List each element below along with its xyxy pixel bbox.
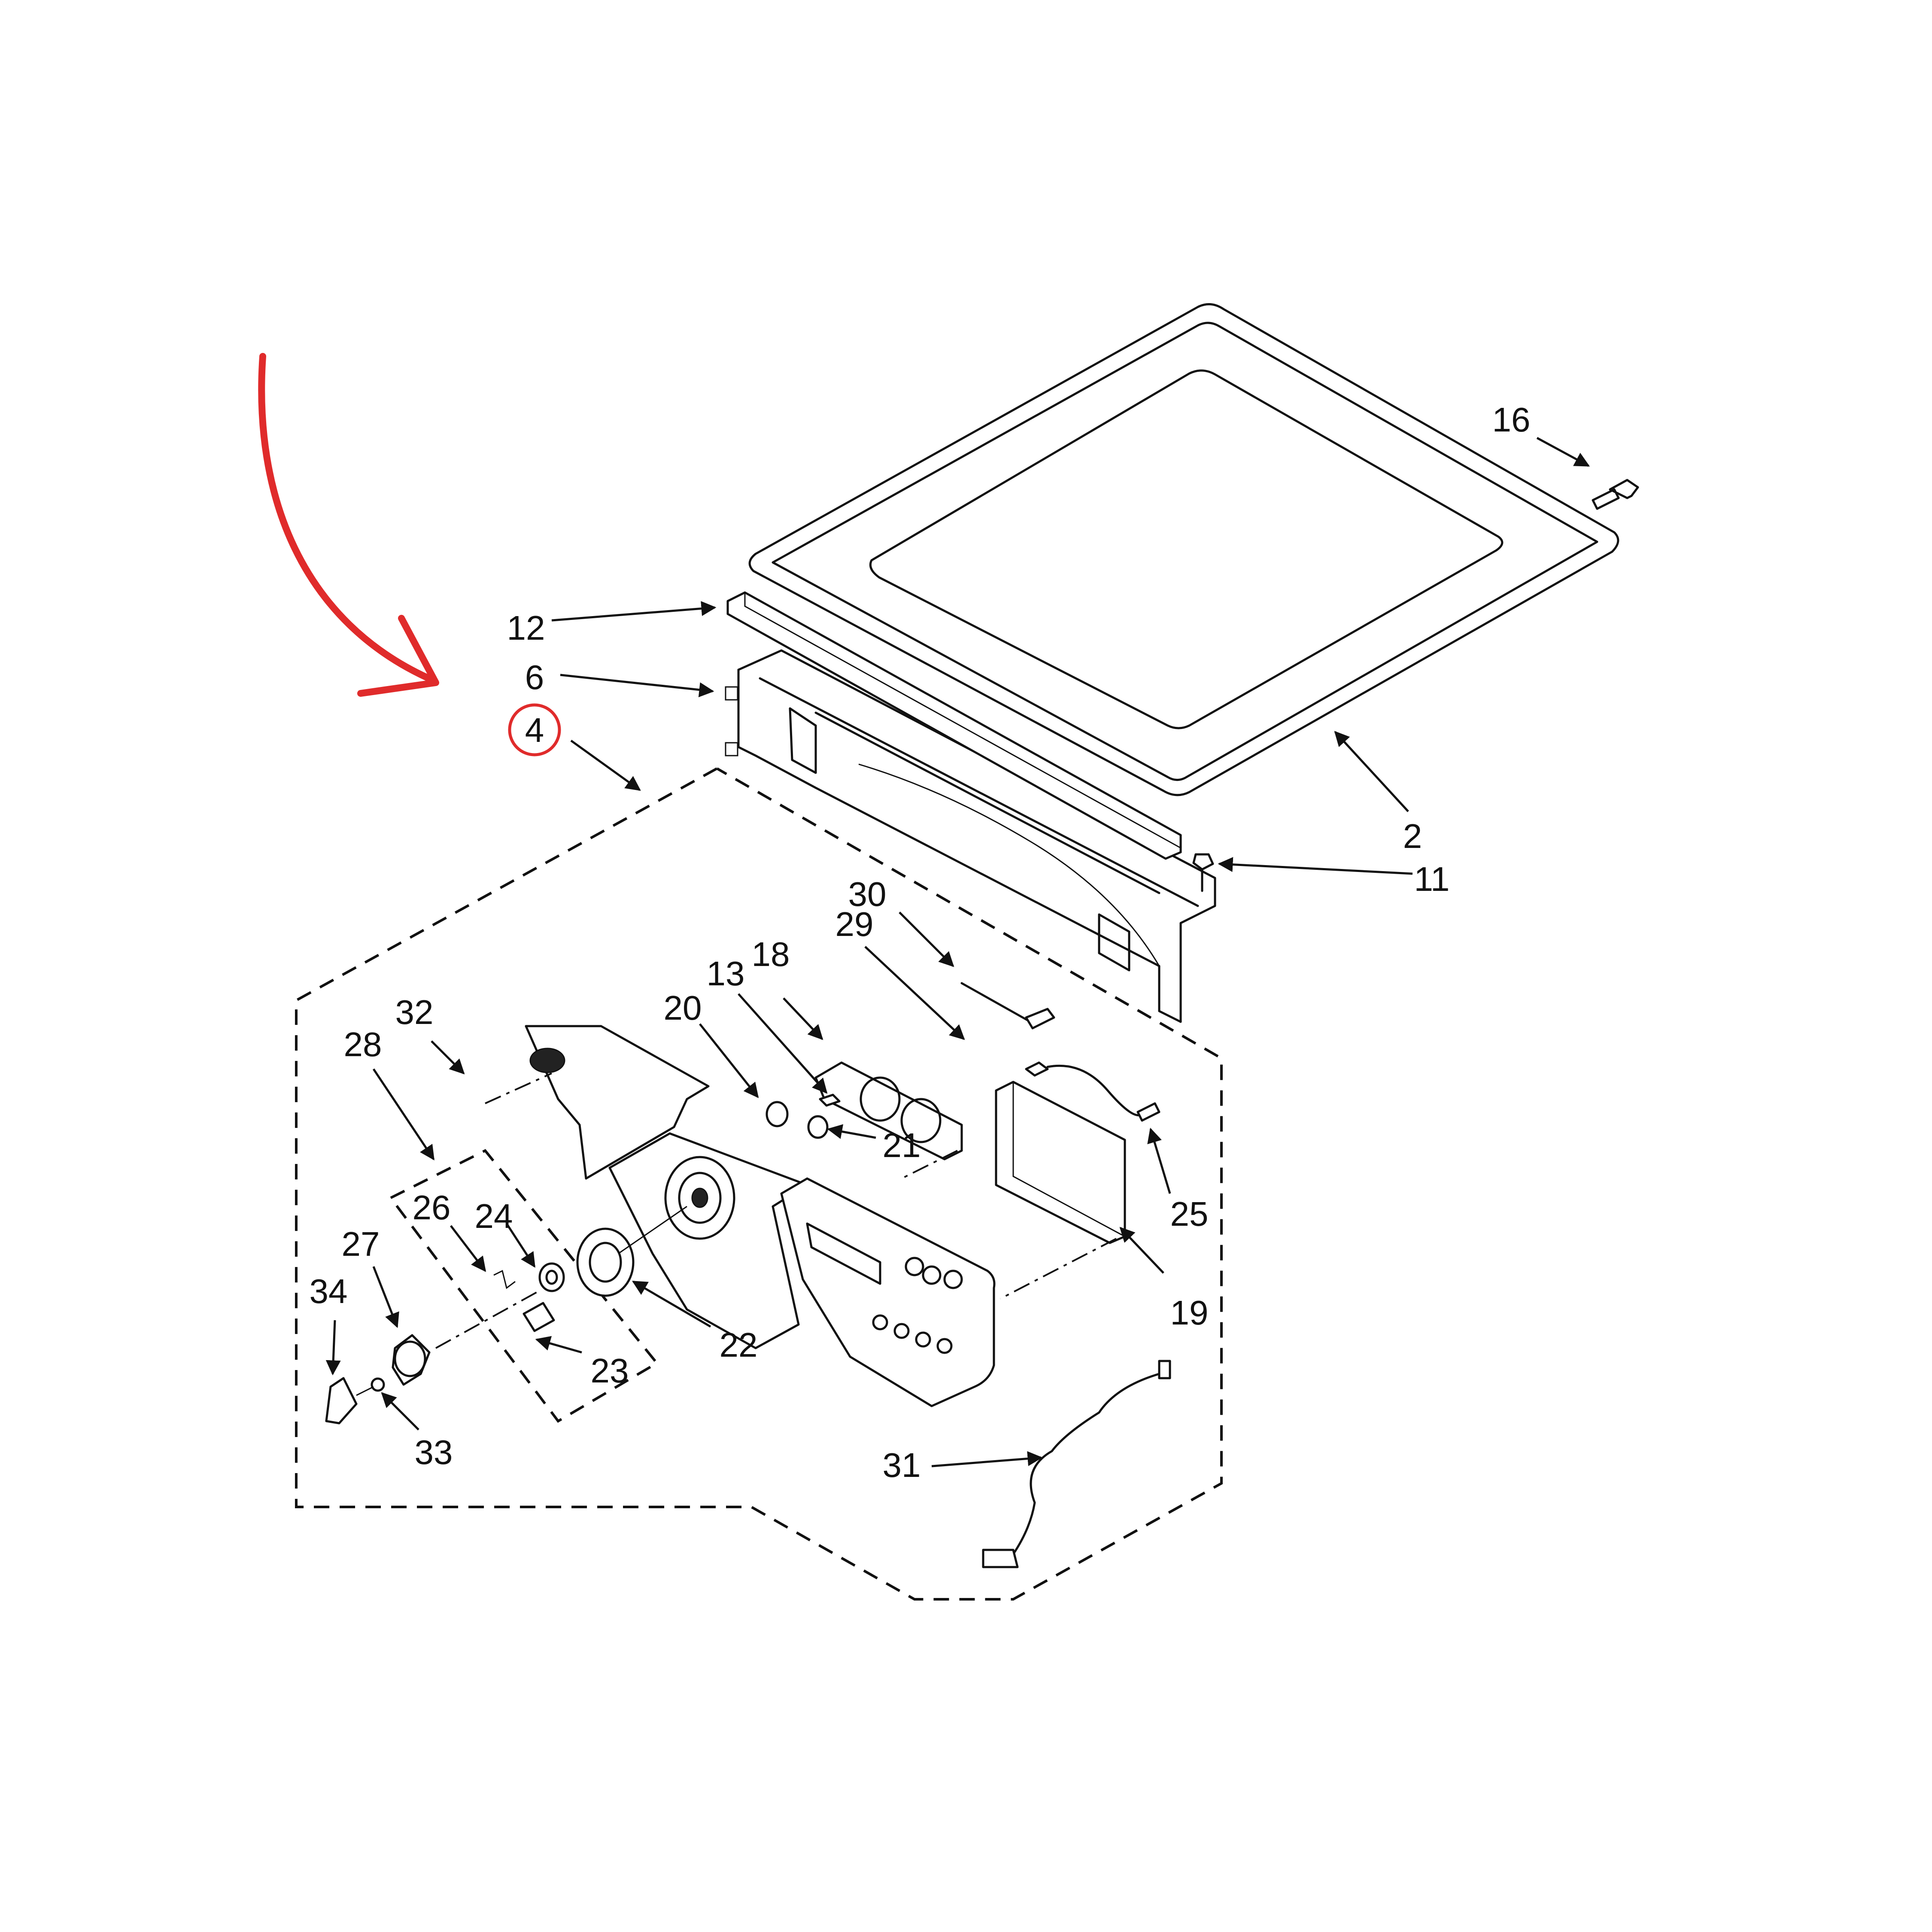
callout-2: 2 bbox=[1403, 817, 1422, 855]
callout-labels: 2 4 6 11 12 13 16 18 19 20 21 22 23 24 2… bbox=[310, 401, 1531, 1484]
callout-32: 32 bbox=[395, 993, 434, 1031]
callout-highlight-circle bbox=[508, 703, 561, 756]
control-board bbox=[995, 1081, 1126, 1244]
callout-28: 28 bbox=[344, 1025, 382, 1063]
assembly-boundary bbox=[295, 767, 1223, 1601]
callout-29: 29 bbox=[835, 905, 874, 943]
selector-dial bbox=[576, 1156, 735, 1297]
callout-31: 31 bbox=[883, 1446, 921, 1484]
console-housing bbox=[525, 1025, 996, 1407]
callout-25: 25 bbox=[1170, 1195, 1209, 1233]
screw-16 bbox=[1592, 479, 1639, 510]
callout-23: 23 bbox=[591, 1352, 629, 1390]
knob-assembly bbox=[325, 1334, 431, 1425]
trim-strip bbox=[726, 591, 1182, 860]
wire-tie-30 bbox=[960, 982, 1055, 1030]
leader-lines bbox=[325, 437, 1590, 1467]
wire-harness-25 bbox=[1025, 1061, 1160, 1122]
small-parts bbox=[493, 1094, 841, 1332]
callout-18: 18 bbox=[752, 935, 790, 973]
callout-20: 20 bbox=[664, 989, 702, 1027]
callout-21: 21 bbox=[883, 1126, 921, 1164]
callout-22: 22 bbox=[720, 1326, 758, 1364]
callout-12: 12 bbox=[507, 609, 545, 647]
callout-26: 26 bbox=[413, 1188, 451, 1227]
callout-24: 24 bbox=[475, 1197, 513, 1235]
callout-11: 11 bbox=[1414, 860, 1449, 898]
callout-4: 4 bbox=[525, 711, 544, 749]
red-pointer-arrow bbox=[258, 353, 439, 697]
callout-13: 13 bbox=[707, 954, 745, 993]
callout-6: 6 bbox=[525, 658, 544, 696]
callout-30: 30 bbox=[848, 875, 887, 913]
top-panel bbox=[748, 303, 1619, 796]
screw-11 bbox=[1192, 853, 1214, 892]
callout-19: 19 bbox=[1170, 1294, 1209, 1332]
callout-34: 34 bbox=[310, 1272, 348, 1310]
callout-27: 27 bbox=[342, 1225, 380, 1263]
callout-33: 33 bbox=[415, 1433, 453, 1471]
assembly-lines bbox=[435, 1072, 1117, 1349]
wire-harness-31 bbox=[982, 1360, 1171, 1568]
callout-16: 16 bbox=[1492, 401, 1531, 439]
